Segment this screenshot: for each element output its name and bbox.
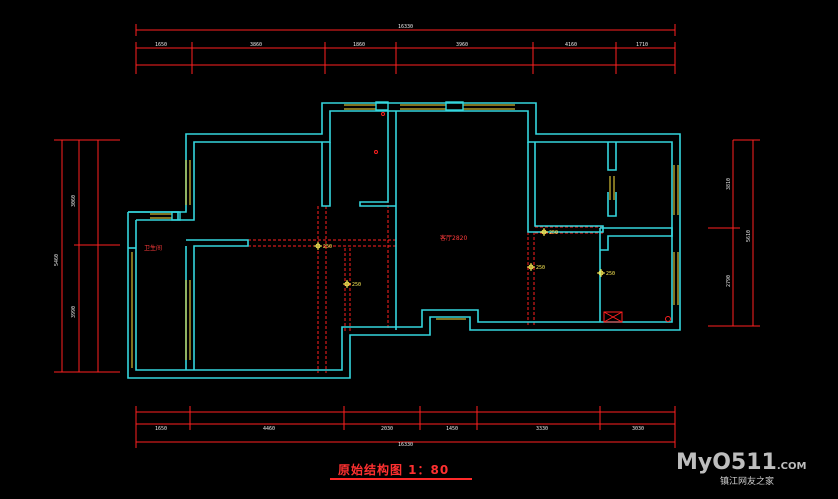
right-overall-dim: 5610: [746, 230, 752, 242]
bottom-dim-5: 3330: [536, 426, 548, 432]
beam-lines: [248, 150, 603, 373]
top-dim-1: 1650: [155, 42, 167, 48]
title-underline: [330, 478, 472, 480]
top-dim-3: 1860: [353, 42, 365, 48]
elevation-marker: 250: [540, 228, 558, 236]
left-overall-dim: 5460: [54, 254, 60, 266]
left-dim-2: 3990: [71, 306, 77, 318]
watermark-subtitle: 镇江网友之家: [720, 477, 775, 487]
elevation-markers: 250 250 250 250 250: [314, 228, 615, 288]
top-dimension-chain: 16330 1650 3860 1860 3960 4160 1710: [135, 24, 676, 74]
room-label-living: 客厅2820: [440, 234, 467, 242]
walls: [127, 102, 681, 379]
windows: [131, 104, 679, 368]
top-dim-6: 1710: [636, 42, 648, 48]
bottom-dimension-chain: 1650 4460 2030 1450 3330 3030 16330: [135, 406, 676, 448]
right-dim-1: 3810: [726, 178, 732, 190]
left-dim-1: 3060: [71, 195, 77, 207]
top-dim-2: 3860: [250, 42, 262, 48]
room-label-bathroom: 卫生间: [144, 244, 162, 252]
right-dim-2: 2790: [726, 275, 732, 287]
elevation-label-1: 250: [323, 244, 332, 250]
elevation-label-3: 250: [549, 230, 558, 236]
top-dim-5: 4160: [565, 42, 577, 48]
top-overall-dim: 16330: [398, 24, 413, 30]
elevation-marker: 250: [343, 280, 361, 288]
watermark-domain: .COM: [776, 461, 807, 472]
bottom-dim-6: 3030: [632, 426, 644, 432]
elevation-label-2: 250: [352, 282, 361, 288]
bottom-overall-dim: 16330: [398, 442, 413, 448]
watermark: MyO511.COM 镇江网友之家: [676, 450, 807, 487]
elevation-marker: 250: [314, 242, 332, 250]
bottom-dim-4: 1450: [446, 426, 458, 432]
left-dimension-chain: 3060 3990 5460: [54, 139, 120, 373]
elevation-marker: 250: [527, 263, 545, 271]
elevation-label-5: 250: [606, 271, 615, 277]
bottom-dim-1: 1650: [155, 426, 167, 432]
bottom-dim-2: 4460: [263, 426, 275, 432]
drawing-title: 原始结构图 1：80: [338, 463, 450, 477]
elevation-marker: 250: [597, 269, 615, 277]
elevation-label-4: 250: [536, 265, 545, 271]
bottom-dim-3: 2030: [381, 426, 393, 432]
top-dim-4: 3960: [456, 42, 468, 48]
watermark-logo: MyO511: [676, 450, 777, 475]
pillars: [171, 101, 671, 323]
right-dimension-chain: 3810 2790 5610: [708, 139, 760, 327]
